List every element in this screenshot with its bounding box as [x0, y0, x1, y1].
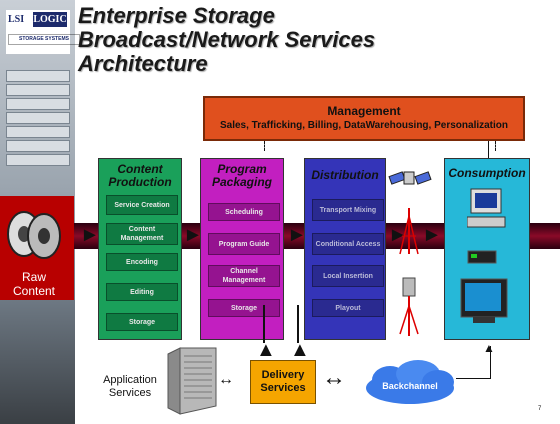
heading-line: Content: [117, 162, 163, 176]
flow-arrow: ►: [287, 224, 307, 246]
application-services-label: Application Services: [100, 374, 160, 400]
distribution-heading: Distribution: [311, 168, 379, 182]
storage-box: Storage: [208, 299, 280, 317]
cloud-icon: [366, 360, 454, 404]
app-services-line-1: Application: [103, 374, 157, 386]
connector-line: [263, 305, 265, 343]
delivery-line-1: Delivery: [261, 369, 305, 381]
set-top-box-icon: [467, 250, 497, 264]
up-arrow: ▲: [290, 339, 310, 361]
pole-icon: [399, 277, 419, 336]
channel-management-box: Channel Management: [208, 265, 280, 287]
delivery-services-box: Delivery Services: [250, 360, 316, 404]
television-icon: [460, 278, 508, 323]
storage-box: Storage: [106, 313, 178, 331]
program-guide-box: Program Guide: [208, 233, 280, 255]
service-creation-box: Service Creation: [106, 195, 178, 215]
raw-content-label: Raw Content: [4, 270, 64, 298]
slide-title: Enterprise Storage Broadcast/Network Ser…: [78, 4, 428, 76]
antenna-tower-icon: [399, 208, 419, 255]
bidirectional-arrow: ↔: [322, 364, 346, 391]
mgmt-to-consumption-line: [488, 141, 489, 158]
content-management-box: Content Management: [106, 223, 178, 245]
local-insertion-box: Local Insertion: [312, 265, 384, 287]
bidirectional-arrow: ↔: [218, 371, 234, 388]
app-services-line-2: Services: [108, 387, 152, 399]
content-production-column: Content Production Service Creation Cont…: [98, 158, 182, 340]
heading-line: Production: [108, 175, 172, 189]
up-arrow: ▲: [483, 341, 495, 355]
management-box: Management Sales, Trafficking, Billing, …: [203, 96, 525, 141]
raw-content-line-1: Raw: [21, 270, 46, 284]
transport-mixing-box: Transport Mixing: [312, 199, 384, 221]
distribution-column: Distribution Transport Mixing Conditiona…: [304, 158, 386, 340]
raw-content-line-2: Content: [12, 284, 56, 298]
lsi-logo: LSI LOGIC STORAGE SYSTEMS: [6, 10, 80, 54]
page-number: 7: [538, 406, 542, 412]
title-line-2: Broadcast/Network Services: [78, 27, 376, 52]
content-production-heading: Content Production: [99, 163, 181, 189]
logo-brand-box: LOGIC: [33, 12, 67, 27]
computer-icon: [467, 188, 506, 228]
up-arrow: ▲: [256, 339, 276, 361]
connector-line: [297, 305, 299, 343]
raw-content-box: [0, 196, 74, 300]
program-packaging-column: Program Packaging Scheduling Program Gui…: [200, 158, 284, 340]
program-packaging-heading: Program Packaging: [201, 163, 283, 189]
return-line: [490, 346, 491, 379]
return-line: [456, 378, 490, 379]
management-connector: [264, 141, 496, 151]
reel-icon: [7, 211, 61, 259]
satellite-icon: [388, 171, 432, 185]
scheduling-box: Scheduling: [208, 203, 280, 221]
logo-sub: STORAGE SYSTEMS: [8, 34, 80, 45]
management-subtitle: Sales, Trafficking, Billing, DataWarehou…: [219, 120, 509, 131]
flow-arrow: ►: [183, 224, 203, 246]
backchannel-label: Backchannel: [382, 381, 438, 391]
flow-arrow: ►: [80, 224, 100, 246]
conditional-access-box: Conditional Access: [312, 233, 384, 255]
editing-box: Editing: [106, 283, 178, 301]
delivery-line-2: Services: [260, 382, 306, 394]
consumption-heading: Consumption: [448, 166, 526, 180]
encoding-box: Encoding: [106, 253, 178, 271]
title-line-3: Architecture: [78, 51, 208, 76]
playout-box: Playout: [312, 299, 384, 317]
logo-brand: LSI: [8, 14, 25, 25]
title-line-1: Enterprise Storage: [78, 3, 275, 28]
flow-arrow: ►: [422, 224, 442, 246]
server-icon: [167, 347, 217, 415]
heading-line: Program: [217, 162, 267, 176]
management-title: Management: [327, 104, 401, 118]
heading-line: Packaging: [211, 175, 273, 189]
consumption-column: Consumption: [444, 158, 530, 340]
